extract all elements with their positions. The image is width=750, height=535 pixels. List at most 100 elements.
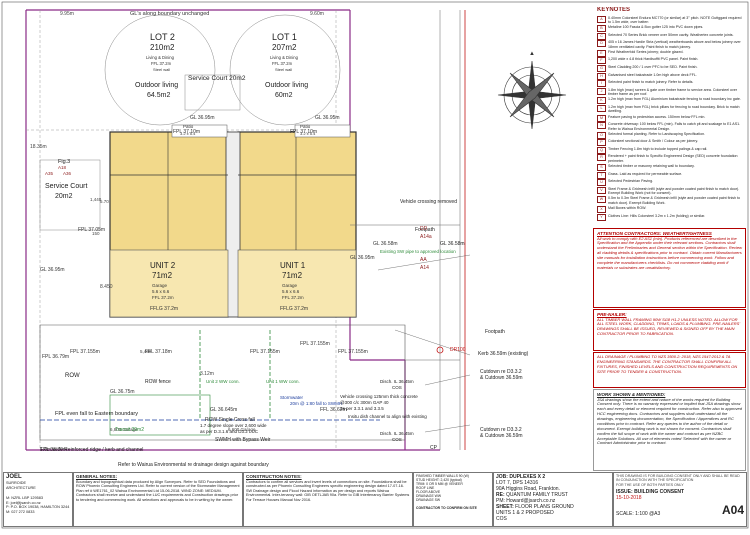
legend-line: ROOF LINE	[416, 486, 435, 491]
row-fence: ROW fence	[145, 379, 171, 385]
keynote-text: Grass. Laid as required for permeable su…	[608, 171, 683, 176]
contact-line: M: 027 272 0833	[6, 509, 35, 514]
sealed: 1.0m wide Reinforced ridge / kerb and ch…	[40, 447, 144, 453]
confirm-note: CONTRACTOR TO CONFIRM ON SITE	[416, 505, 477, 510]
existing-sw: Existing SW pipe to approved location	[380, 249, 456, 254]
prenailer-title: PRE-NAILER:	[597, 312, 627, 317]
keynote-text: Colorsteel sectional door & Smith / Colo…	[608, 139, 699, 144]
issue-date: 15-10-2018	[616, 494, 642, 501]
keynote-code: H	[597, 72, 606, 80]
row-detail: 1.7 degree slope over 2,600 wide	[200, 423, 267, 428]
fpl-b1: FPL 37.155m	[70, 349, 100, 355]
dim-bottom-right: 6,600 Garage	[228, 427, 256, 432]
keynote-text: 1.8m high (max) screen & gate over timbe…	[608, 87, 738, 97]
lot2-title: LOT 2	[150, 32, 175, 42]
code-a14: A14	[420, 265, 429, 271]
logo-block: JOEL SURROIDE ARCHITECTURE M: NZRL LBP 1…	[3, 472, 73, 527]
lot1-area: 207m2	[272, 43, 297, 52]
keynote-code: M	[597, 114, 606, 122]
keynote-code: L	[597, 104, 606, 112]
keynote-text: Timber Fencing 1.8m high to include topp…	[608, 146, 708, 151]
unit1-garage-ffl: FFL 37.2m	[282, 295, 304, 300]
cos: COS	[392, 385, 402, 390]
lot2-living: Living & Dining	[146, 55, 174, 60]
re-label: RE:	[496, 492, 505, 498]
job-address: 90A Higgins Road, Frankton.	[496, 486, 560, 492]
setback: 5.70	[100, 199, 109, 204]
keynote-text: Metaline 100 Fascia & Box gutter 125 int…	[608, 25, 704, 30]
copyright-small: FOR THE USE OF BOTH PARTIES ONLY	[616, 482, 684, 487]
pm-contact: PM: Howard@jsarch.co.nz	[496, 498, 556, 504]
keynote-code: P	[597, 139, 606, 147]
keynote-code: U	[597, 179, 606, 187]
keynote-text: Concrete driveway: 100 below FFL (min). …	[608, 122, 741, 131]
work-box: WORK SHOWN & MENTIONED: JSA drawings sho…	[593, 389, 746, 471]
contact-list: M: NZRL LBP 129583 E: joel@jsarch.co.nz …	[6, 496, 70, 514]
keynote-code: R	[597, 154, 606, 162]
keynote-text: 1.2m high (max from FGL) Aluminium balus…	[608, 97, 741, 102]
disch: Disch. IL 36.45m	[380, 379, 414, 384]
sheet-name2: UNITS 1 & 2 PROPOSED	[496, 510, 554, 516]
service-court-left	[39, 159, 101, 231]
row-detail2: as per D.3.1.6 and D3.2 LUC	[200, 429, 259, 434]
cutdown1b: & Cutdown 36.59m	[480, 375, 523, 381]
fpl-b4: FPL 37.155m	[300, 341, 330, 347]
fig-code-a18: A18	[58, 165, 67, 170]
manhole-icon	[436, 346, 444, 354]
keynote-code: N	[597, 122, 606, 130]
general-body: Boundary and topographical data produced…	[76, 479, 240, 502]
row-driveway	[39, 324, 406, 441]
lot1-title: LOT 1	[272, 32, 297, 42]
patio-right-size: 3.2 x 5.4	[300, 131, 316, 136]
keynote-text: 1,200 wide x 4.8 thick Hardisoffit PVC p…	[608, 57, 699, 62]
dim-mid-vertical: 8.450	[100, 284, 113, 290]
lot1-ffl: FFL 37.2m	[272, 61, 293, 66]
keynote-code: I	[597, 80, 606, 88]
service-court-left-area: 20m2	[55, 193, 73, 200]
job-block: JOB: DUPLEXES X 2 LOT 7, DPS 14316 90A H…	[493, 472, 613, 527]
compass-north-icon: ▲	[529, 51, 535, 57]
service-court-top: Service Court 20m2	[188, 75, 246, 82]
copyright-note: THIS DRAWING IS FOR BUILDING CONSENT ONL…	[616, 474, 740, 483]
gl-bottom-mid: GL 36.645m	[210, 407, 238, 413]
sheet-number: A04	[721, 502, 744, 517]
footpath-bottom: Footpath	[485, 329, 505, 335]
unit1-garage-size: 5.6 x 6.6	[282, 289, 300, 294]
lot1-living: Living & Dining	[270, 55, 298, 60]
cos-label: COS	[496, 516, 507, 522]
fpl-left: FPL 37.10m	[173, 129, 201, 135]
mh-label: DR100	[450, 347, 466, 353]
kerb: Kerb 36.59m (existing)	[478, 351, 529, 357]
fpl-b3: FPL 37.155m	[250, 349, 280, 355]
footpath	[350, 10, 461, 450]
keynote-text: Selected 70 Series Brick veneer over 50m…	[608, 32, 734, 37]
fence-fall: FPL even fall to Eastern boundary	[55, 411, 138, 417]
fpl-far-left2: FPL 36.70m	[40, 447, 68, 453]
lot2-area: 210m2	[150, 43, 175, 52]
construction-title: CONSTRUCTION NOTES:	[246, 474, 302, 479]
legend-line: FLOOR ABOVE	[416, 490, 441, 495]
keynote-text: Selected timber or masonry retaining wal…	[608, 164, 695, 168]
vehicle2c: as per 3.3.1 and 3.3.5	[340, 406, 384, 411]
prenailer-body: ALL TIMBER WALL FRAMING 90W SG8 H1.2 UNL…	[597, 316, 741, 337]
gl-top-right: GL 36.95m	[315, 115, 340, 121]
keynote-code: K	[597, 97, 606, 105]
footpath-top: Footpath	[415, 227, 435, 233]
legend-line: FINISHED TIMBER WALLS 90 (W)	[416, 474, 469, 478]
sheet-label: SHEET:	[496, 504, 514, 510]
fig-label: Fig.3	[58, 159, 71, 165]
unit2-area: 71m2	[152, 271, 173, 280]
keynote-code: E	[597, 49, 606, 57]
vehicle-removed: Vehicle crossing removed	[400, 199, 457, 205]
